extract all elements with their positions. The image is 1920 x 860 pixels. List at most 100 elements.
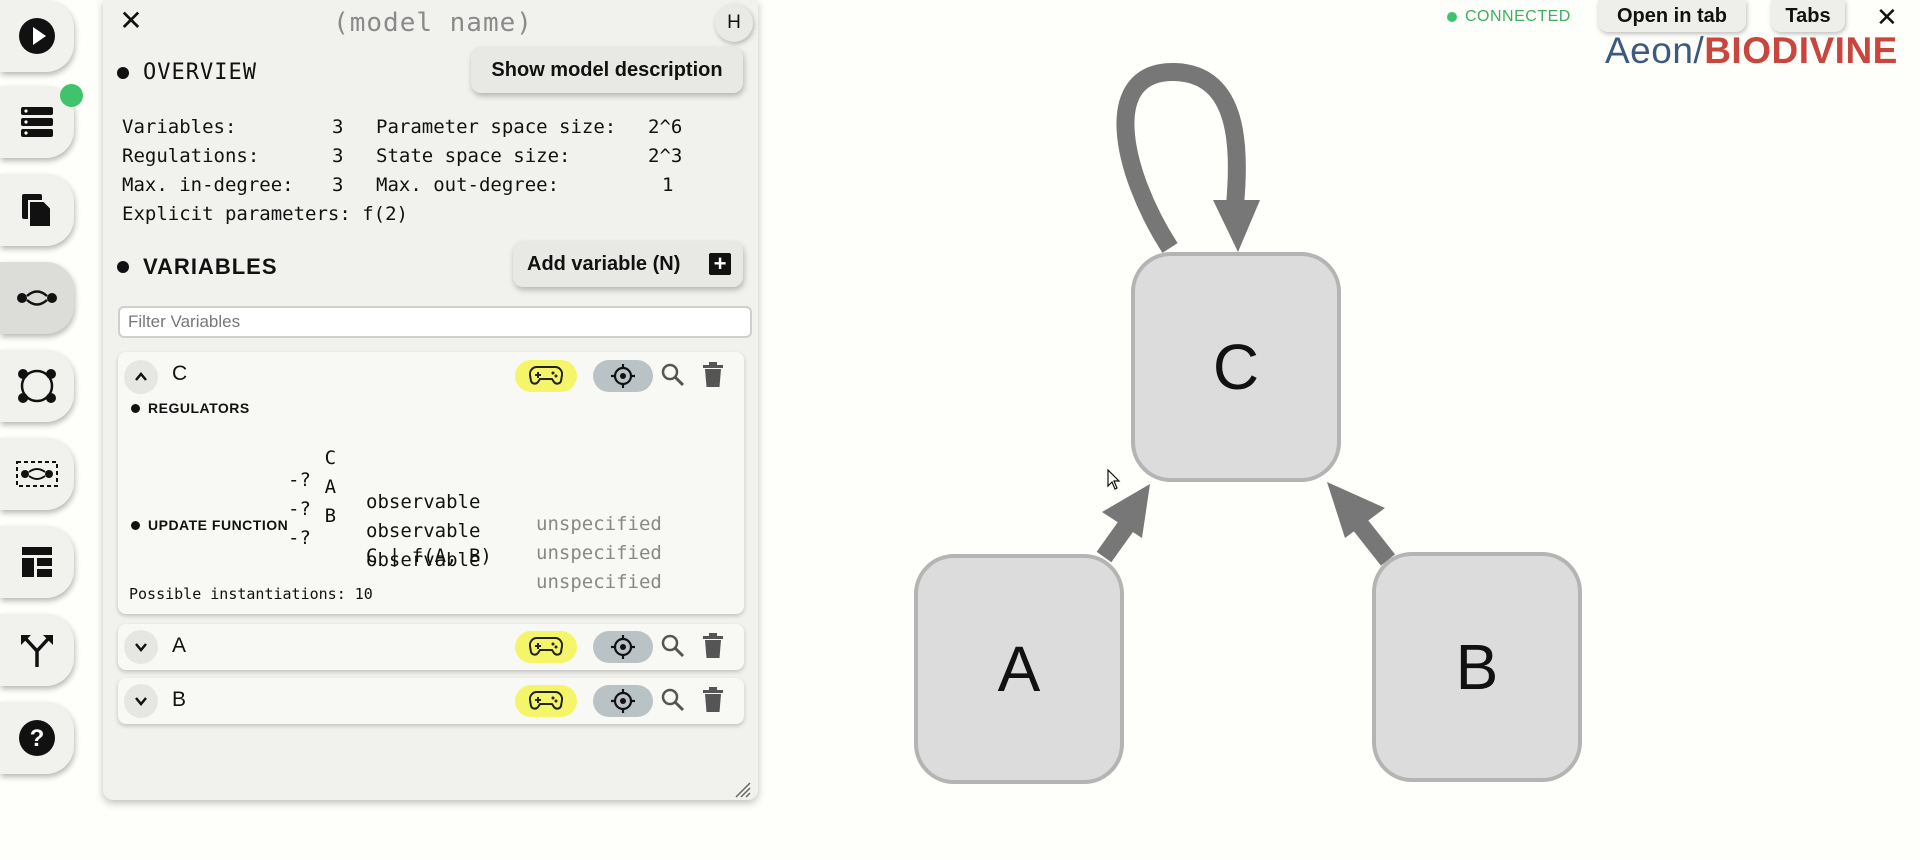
gamepad-icon	[529, 690, 563, 710]
selection-button[interactable]	[0, 438, 74, 510]
regulator-source: A	[324, 476, 337, 498]
gamepad-button[interactable]	[515, 360, 577, 392]
trash-icon[interactable]	[702, 633, 724, 664]
regulator-sign[interactable]: -?	[288, 469, 311, 491]
overview-title: OVERVIEW	[143, 60, 257, 85]
stat-value: 3	[332, 116, 344, 138]
regulator-source: B	[324, 505, 337, 527]
regulator-sign[interactable]: -?	[288, 498, 311, 520]
filter-variables-input[interactable]: Filter Variables	[118, 306, 752, 338]
bifurcation-button[interactable]	[0, 614, 74, 686]
graph-node-c[interactable]: C	[1131, 252, 1341, 482]
regulatory-graph-button[interactable]	[0, 350, 74, 422]
crosshair-icon	[611, 364, 635, 388]
status-dot-icon	[1447, 12, 1457, 22]
model-name-input[interactable]: (model name)	[333, 8, 533, 38]
variable-name[interactable]: A	[172, 634, 187, 657]
gamepad-button[interactable]	[515, 685, 577, 717]
regulators-title: REGULATORS	[148, 400, 250, 416]
gamepad-button[interactable]	[515, 631, 577, 663]
regulator-row: A -? observable unspecified	[256, 454, 662, 586]
show-model-description-button[interactable]: Show model description	[471, 47, 743, 93]
update-function-title: UPDATE FUNCTION	[148, 517, 289, 533]
mouse-cursor-icon	[1107, 469, 1121, 490]
open-in-tab-button[interactable]: Open in tab	[1598, 0, 1746, 32]
locate-button[interactable]	[593, 631, 653, 663]
help-icon: ?	[19, 720, 55, 756]
regulator-source: C	[324, 447, 337, 469]
stat-label: State space size:	[376, 145, 571, 167]
regulator-status: unspecified	[536, 542, 662, 564]
tabs-button[interactable]: Tabs	[1771, 0, 1845, 32]
update-function-input[interactable]: C | f(A, B)	[366, 545, 492, 567]
add-variable-label: Add variable (N)	[527, 253, 681, 275]
resize-handle-icon[interactable]	[735, 782, 751, 803]
status-text: CONNECTED	[1465, 8, 1571, 25]
add-variable-button[interactable]: Add variable (N) +	[513, 241, 743, 287]
edge-c-to-c[interactable]	[1116, 62, 1246, 253]
regulator-sign[interactable]: -?	[288, 527, 311, 549]
possible-instantiations: Possible instantiations: 10	[129, 585, 373, 603]
variable-card-c: C REGULATORS C -? observable unspecified…	[118, 352, 744, 614]
graph-node-b[interactable]: B	[1372, 552, 1582, 782]
search-icon[interactable]	[660, 633, 686, 664]
trash-icon[interactable]	[702, 687, 724, 718]
bullet-icon	[117, 261, 129, 273]
bullet-icon	[131, 403, 140, 413]
play-icon	[19, 18, 55, 54]
regulator-observable[interactable]: observable	[366, 520, 481, 542]
chevron-up-icon[interactable]	[124, 360, 158, 394]
split-arrow-icon	[21, 635, 53, 667]
bullet-icon	[117, 66, 129, 79]
logo-biodivine: BIODIVINE	[1704, 30, 1898, 71]
arrowhead-icon	[1327, 482, 1385, 538]
chevron-down-icon[interactable]	[124, 684, 158, 718]
variable-name[interactable]: C	[172, 362, 188, 385]
bullet-icon	[131, 520, 140, 530]
close-icon[interactable]: ✕	[119, 5, 143, 36]
import-export-button[interactable]	[0, 174, 74, 246]
variable-card-b: B	[118, 678, 744, 724]
stat-value: 3	[332, 145, 344, 167]
search-icon[interactable]	[660, 687, 686, 718]
regulator-row: B -? observable unspecified	[256, 483, 662, 615]
model-editor-button[interactable]	[0, 262, 74, 334]
dashed-network-icon	[16, 461, 58, 487]
network-edge-icon	[17, 290, 57, 306]
regulator-observable[interactable]: observable	[366, 549, 481, 571]
regulator-observable[interactable]: observable	[366, 491, 481, 513]
search-icon[interactable]	[660, 362, 686, 393]
copy-files-icon	[22, 194, 52, 228]
chevron-down-icon[interactable]	[124, 630, 158, 664]
svg-text:?: ?	[30, 725, 45, 752]
stat-label: Variables:	[122, 116, 237, 138]
simulate-button[interactable]	[0, 0, 74, 72]
stat-value: 2^6	[648, 116, 683, 138]
variable-name[interactable]: B	[172, 688, 187, 711]
server-icon	[21, 107, 53, 137]
dashboard-button[interactable]	[0, 526, 74, 598]
locate-button[interactable]	[593, 360, 653, 392]
stat-value: f(2)	[362, 203, 408, 225]
arrowhead-icon	[1213, 200, 1260, 252]
help-button[interactable]: ?	[0, 702, 74, 774]
stat-label: Max. out-degree:	[376, 174, 560, 196]
regulator-status: unspecified	[536, 571, 662, 593]
regulator-status: unspecified	[536, 513, 662, 535]
graph-cycle-icon	[18, 369, 56, 403]
h-button[interactable]: H	[715, 4, 753, 42]
graph-node-a[interactable]: A	[914, 554, 1124, 784]
gamepad-icon	[529, 636, 563, 656]
logo-aeon: Aeon/	[1605, 30, 1705, 71]
edge-b-to-c[interactable]	[1350, 516, 1396, 566]
locate-button[interactable]	[593, 685, 653, 717]
regulators-heading: REGULATORS	[131, 400, 250, 416]
arrowhead-icon	[1102, 484, 1150, 538]
close-icon[interactable]: ✕	[1876, 2, 1898, 32]
notification-dot	[60, 84, 83, 107]
stat-label: Regulations:	[122, 145, 260, 167]
stat-label: Max. in-degree:	[122, 174, 294, 196]
crosshair-icon	[611, 689, 635, 713]
trash-icon[interactable]	[702, 362, 724, 393]
